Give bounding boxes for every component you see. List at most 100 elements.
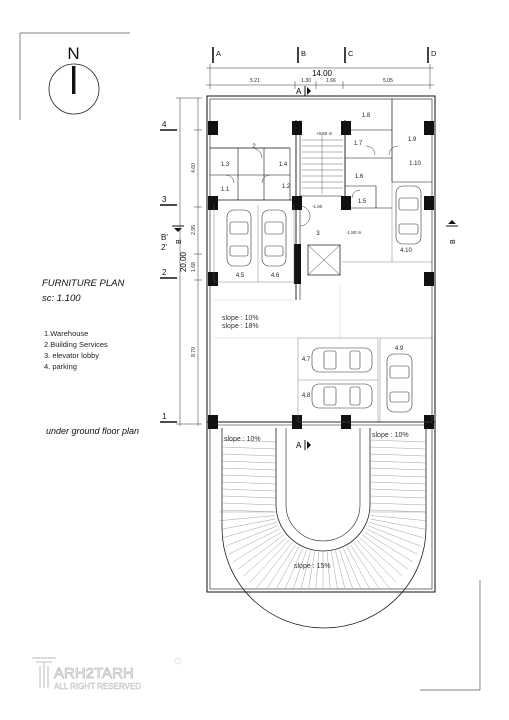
ramp-step (369, 439, 427, 443)
watermark-tagline: ALL RIGHT RESERVED (54, 682, 141, 691)
ramp-step (364, 531, 414, 563)
ramp-step (369, 495, 427, 499)
plan-title-line1: FURNITURE PLAN (42, 278, 125, 289)
ramp-step (267, 544, 296, 588)
grid-row-4: 4 (162, 120, 167, 129)
section-marker-b-left: B (172, 225, 184, 244)
plan-scale: sc: 1.100 (42, 293, 81, 304)
ramp-step (353, 542, 390, 588)
ramp-step (221, 467, 277, 471)
dim-overall-width: 14.00 (312, 69, 333, 78)
level-labels: +0.65 m -1.80 m -1.80 (312, 131, 362, 235)
room-4-6: 4.6 (271, 273, 280, 279)
grid-column-markers (212, 47, 429, 63)
legend-item: 2.Building Services (44, 340, 108, 349)
doors (225, 145, 399, 227)
ramp-step (221, 439, 277, 443)
ramp-step (249, 540, 290, 583)
ramp-step (339, 549, 353, 588)
car-4-6 (261, 209, 287, 267)
ramp-step (369, 502, 427, 506)
north-arrow: N (48, 44, 100, 115)
slope-ramp-lower: slope : 18% (222, 323, 259, 330)
ramp-step (243, 537, 287, 577)
legend-item: 4. parking (44, 362, 77, 371)
curved-ramp (219, 428, 427, 629)
ramp-step (359, 537, 403, 577)
room-1-10: 1.10 (409, 161, 421, 167)
ramp-step (221, 474, 277, 478)
room-1-1: 1.1 (221, 187, 230, 193)
grid-col-d: D (431, 49, 437, 58)
dim-top-3: 1.66 (326, 78, 336, 84)
ramp-step (222, 522, 277, 539)
level-minus-180-m: -1.80 m (346, 230, 362, 235)
grid-row-3: 3 (162, 195, 167, 204)
ramp-step (308, 551, 315, 588)
ramp-step (219, 515, 276, 521)
room-2: 2 (252, 144, 256, 150)
ramp-step (221, 488, 277, 492)
ramp-step (285, 548, 303, 588)
room-4-7: 4.7 (302, 357, 311, 363)
ramp-step (331, 551, 338, 588)
structural-columns (208, 121, 434, 429)
ramp-step (369, 460, 427, 464)
ramp-step (221, 446, 277, 450)
watermark-logo: ARH2TARH ALL RIGHT RESERVED (32, 657, 182, 691)
ramp-step (301, 550, 311, 588)
ramp-step (369, 467, 427, 471)
ramp-step (276, 546, 300, 588)
grid-row-b-prime: B' (161, 233, 168, 242)
room-1-9: 1.9 (408, 137, 417, 143)
ramp-step (369, 474, 427, 478)
slope-ramp-upper: slope : 10% (222, 315, 259, 322)
ramp-step (350, 544, 379, 588)
dim-left-2: 2.95 (191, 225, 197, 235)
cars (226, 185, 422, 413)
room-4-9: 4.9 (395, 346, 404, 352)
section-marker-b-right: B (446, 220, 458, 244)
ramp-step (221, 495, 277, 499)
ramp-step (221, 460, 277, 464)
ramp-step (232, 531, 282, 563)
room-4-10: 4.10 (400, 248, 412, 254)
ramp-step (335, 550, 345, 588)
grid-col-b: B (301, 49, 306, 58)
ramp-step (220, 518, 276, 530)
room-1-8: 1.8 (362, 113, 371, 119)
slope-curve-left: slope : 10% (224, 436, 261, 443)
ramp-step (366, 528, 418, 555)
room-4-5: 4.5 (236, 273, 245, 279)
slope-curve-right: slope : 10% (372, 432, 409, 439)
dim-top-1: 5.21 (250, 78, 260, 84)
ramp-step (256, 542, 293, 588)
room-1-3: 1.3 (221, 162, 230, 168)
ramp-step (343, 548, 361, 588)
ramp-step (369, 453, 427, 457)
car-4-9 (386, 353, 413, 413)
room-4-8: 4.8 (302, 393, 311, 399)
ramp-step (221, 481, 277, 485)
legend: 1.Warehouse 2.Building Services 3. eleva… (44, 328, 108, 372)
car-4-8 (311, 383, 373, 409)
room-1-6: 1.6 (355, 174, 364, 180)
plan-subtitle: under ground floor plan (46, 426, 140, 436)
ramp-step (362, 534, 409, 570)
dim-left-4: 8.70 (191, 347, 197, 357)
car-4-7 (311, 347, 373, 373)
grid-col-c: C (348, 49, 354, 58)
ramp-step (221, 502, 277, 506)
room-1-2: 1.2 (282, 184, 291, 190)
level-minus-180: -1.80 (312, 204, 323, 209)
grid-row-2-prime: 2' (161, 243, 167, 252)
dim-top-2: 1.30 (301, 78, 311, 84)
ramp-step (370, 518, 426, 530)
grid-row-markers (160, 129, 177, 423)
ramp-step (315, 551, 319, 588)
north-label: N (67, 44, 79, 63)
ramp-step (369, 488, 427, 492)
building-walls (206, 95, 436, 593)
svg-text:A: A (296, 441, 302, 450)
